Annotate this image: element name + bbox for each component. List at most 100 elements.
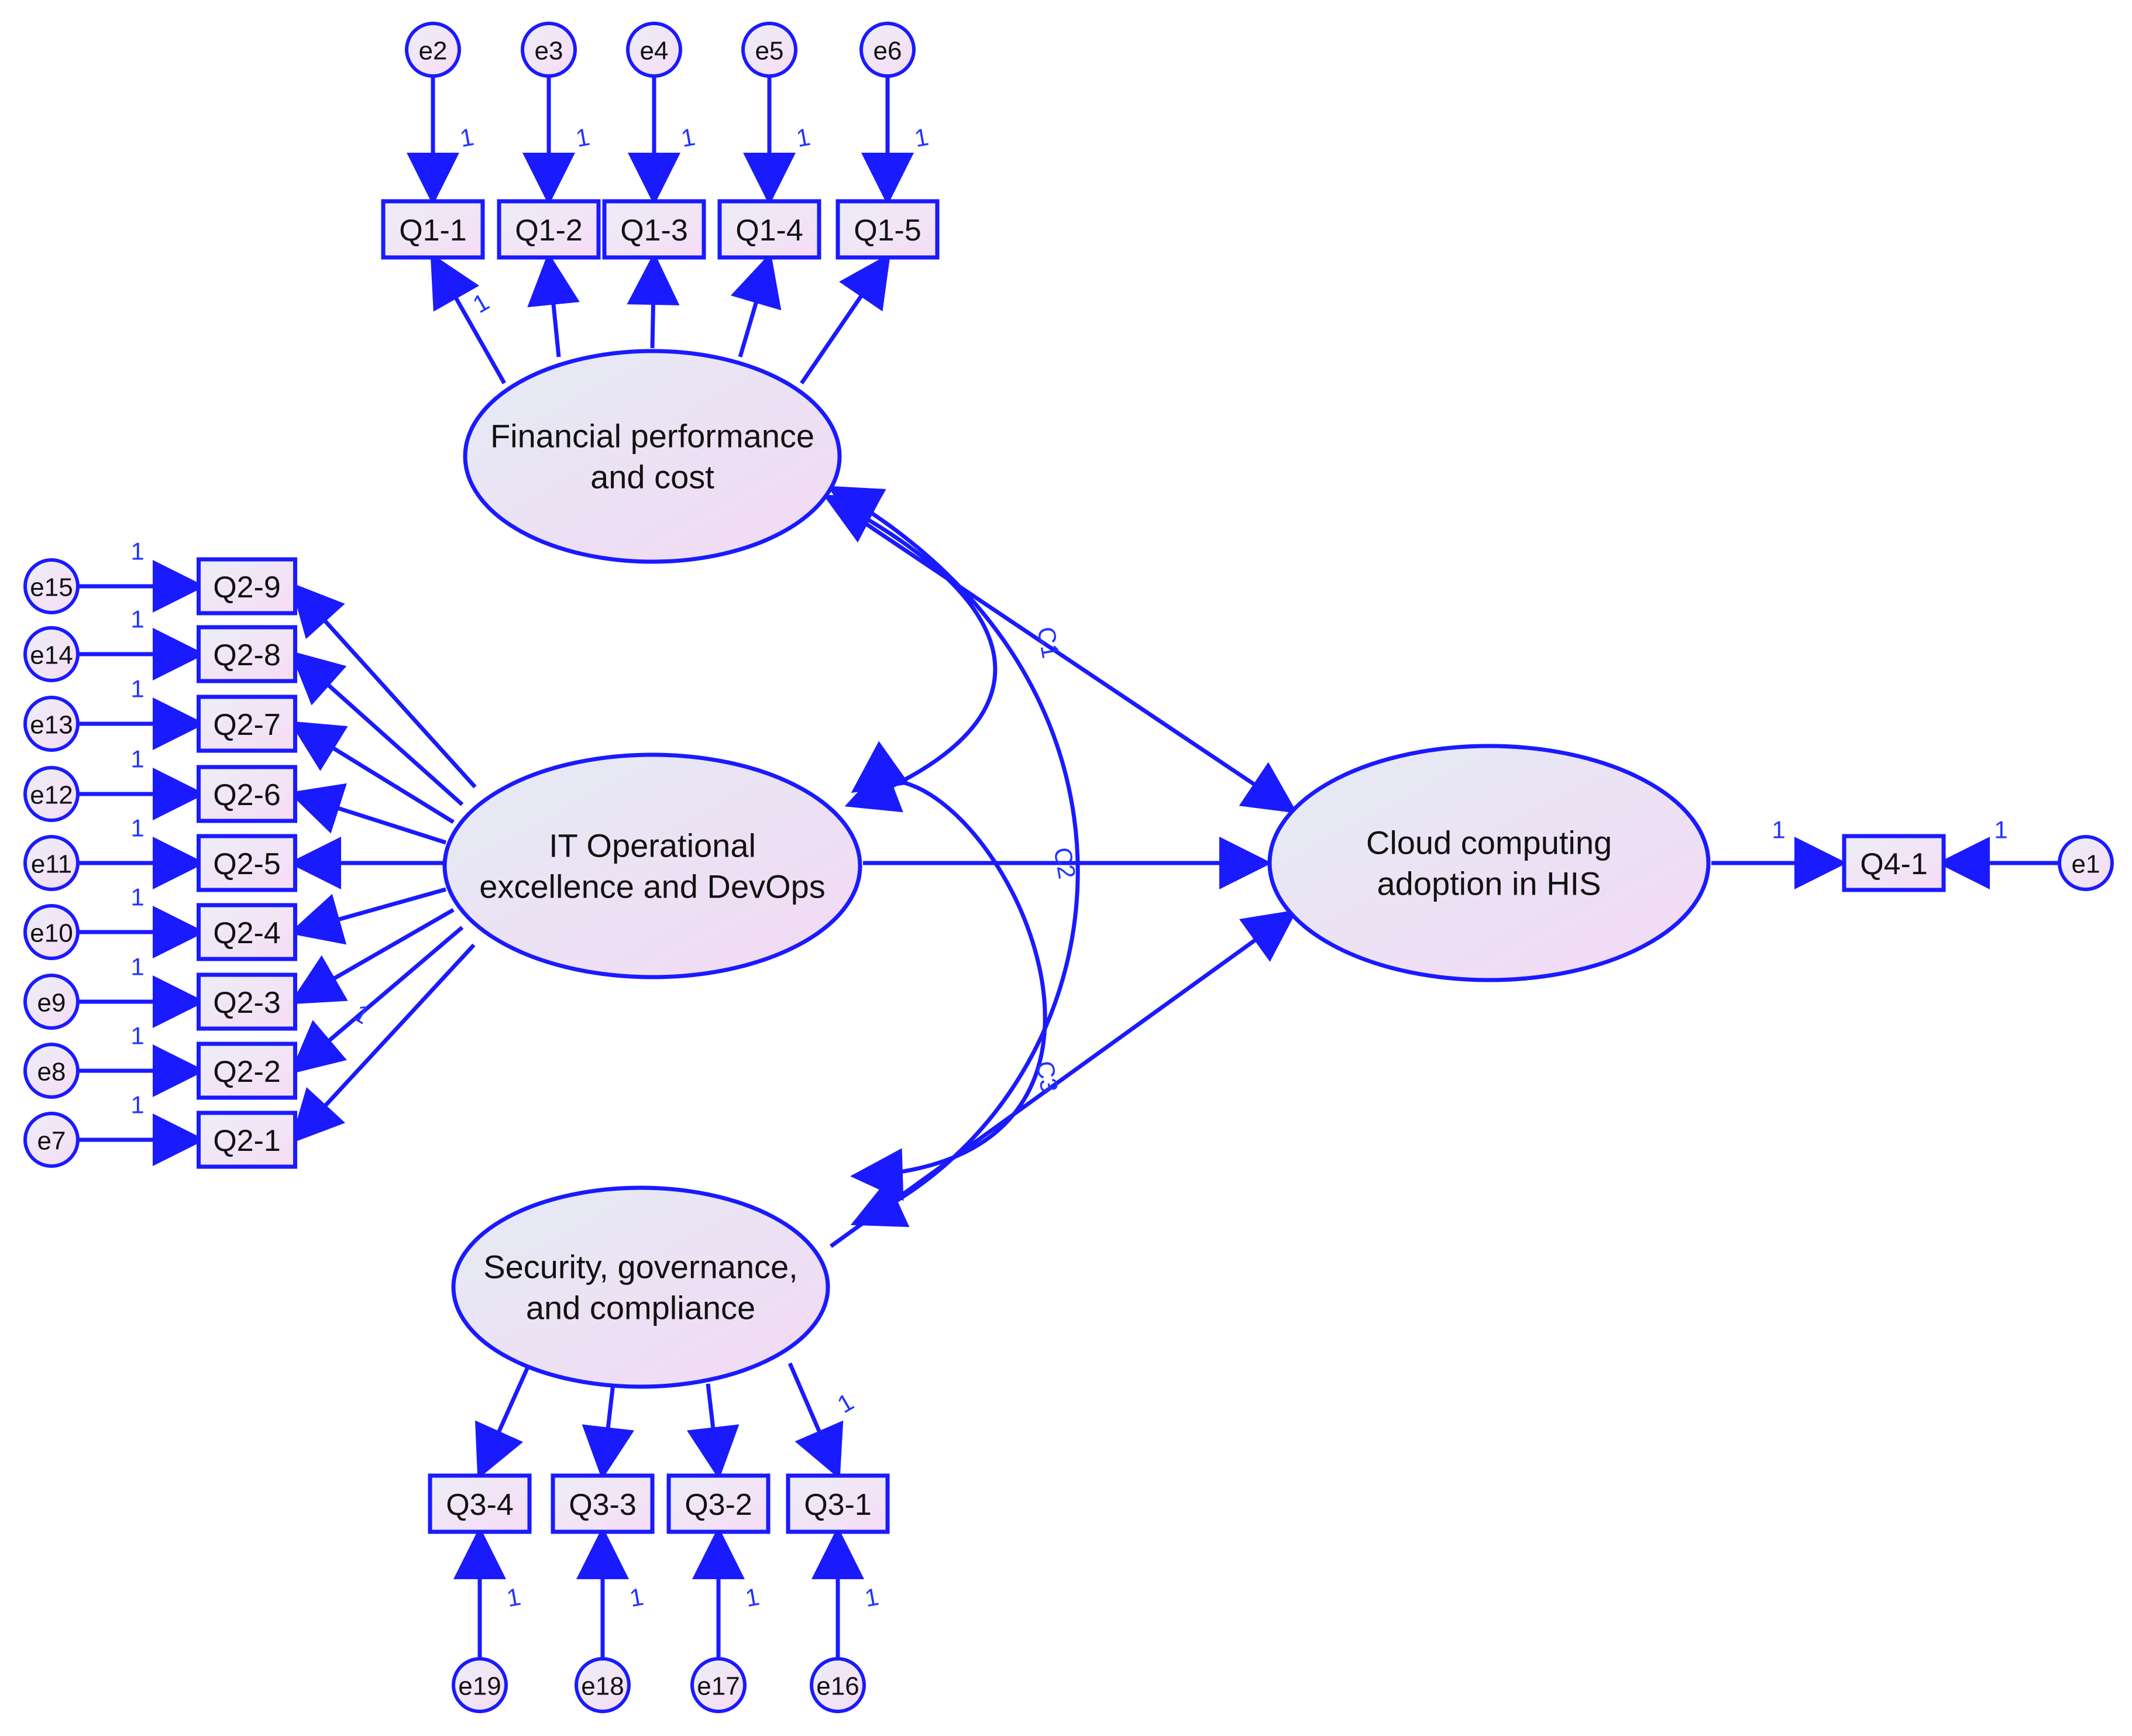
observed-box-q2-3-label: Q2-3: [213, 986, 281, 1020]
error-weight-label-sec-2: 1: [627, 1583, 645, 1612]
error-node-e8: [23, 1043, 80, 1099]
latent-financial-performance-line1: Financial performance: [490, 418, 814, 455]
loading-path-sec-3: [686, 1383, 740, 1480]
error-node-e12-label: e12: [30, 781, 73, 810]
error-node-e11: [23, 835, 80, 891]
observed-box-q4-1-label: Q4-1: [1860, 847, 1928, 881]
observed-box-q3-3-label: Q3-3: [569, 1488, 637, 1522]
observed-box-q1-2-label: Q1-2: [515, 214, 583, 247]
error-node-e15-label: e15: [30, 573, 73, 602]
error-node-e6-label: e6: [874, 37, 902, 66]
loading-path-it-1: [290, 582, 477, 789]
error-weight-label-it-1: 1: [130, 538, 144, 565]
error-weight-label-it-4: 1: [130, 745, 144, 773]
observed-box-q1-4: [717, 199, 821, 260]
loading-path-fin-5: [800, 253, 891, 384]
observed-box-q2-7-label: Q2-7: [213, 708, 281, 742]
loading-path-it-7: [289, 907, 455, 1005]
latent-security-governance-line2: and compliance: [526, 1290, 755, 1326]
error-node-e14: [23, 626, 80, 682]
error-weight-label-it-5: 1: [130, 814, 144, 842]
loading-weight-label-sec-4: 1: [833, 1388, 858, 1418]
error-node-e1-label: e1: [2072, 850, 2100, 879]
observed-box-q1-4-label: Q1-4: [735, 214, 803, 247]
error-node-e15: [23, 558, 80, 614]
observed-box-q2-3: [197, 972, 297, 1031]
observed-box-q3-2-label: Q3-2: [685, 1488, 752, 1522]
error-weight-label-sec-4: 1: [862, 1583, 881, 1612]
observed-box-q2-2: [197, 1041, 297, 1100]
error-weight-label-it-7: 1: [130, 953, 144, 981]
loading-path-fin-3: [627, 252, 680, 349]
error-node-e7: [23, 1112, 80, 1168]
loading-path-fin-2: [527, 252, 580, 357]
loading-weight-label-it-8: 1: [349, 999, 374, 1029]
error-node-e4-label: e4: [640, 37, 669, 66]
loading-path-it-9: [290, 943, 476, 1144]
observed-box-q1-1: [381, 199, 485, 260]
error-node-e9-label: e9: [37, 989, 66, 1017]
observed-box-q2-4-label: Q2-4: [213, 916, 281, 950]
error-weight-label-it-6: 1: [130, 884, 144, 911]
loading-path-sec-1: [475, 1362, 532, 1480]
error-node-e19-label: e19: [458, 1672, 501, 1701]
observed-box-q2-6-label: Q2-6: [213, 778, 281, 812]
observed-box-q3-2: [666, 1473, 771, 1534]
observed-box-q2-6: [197, 765, 297, 823]
observed-box-q2-1: [197, 1111, 297, 1169]
error-node-e7-label: e7: [37, 1127, 66, 1156]
error-node-e5: [741, 22, 797, 78]
error-node-e13: [23, 696, 80, 752]
loading-weight-label-fin-1: 1: [468, 288, 494, 318]
observed-box-q1-5: [835, 199, 940, 260]
error-node-e2: [405, 22, 461, 78]
error-node-e1: [2058, 835, 2114, 891]
error-node-e4: [626, 22, 682, 78]
latent-security-governance: [451, 1185, 830, 1389]
error-node-e10: [23, 904, 80, 960]
covariance-c2: [827, 486, 1080, 1228]
loading-weight-label-cloud-1: 1: [1772, 816, 1785, 844]
observed-box-q2-2-label: Q2-2: [213, 1055, 281, 1089]
latent-it-operational-excellence-line1: IT Operational: [549, 827, 756, 864]
latent-cloud-adoption-line2: adoption in HIS: [1377, 865, 1601, 902]
latent-it-operational-excellence: [442, 752, 862, 979]
observed-box-q2-1-label: Q2-1: [213, 1124, 281, 1158]
error-node-e17: [690, 1657, 747, 1713]
loading-path-it-6: [288, 887, 446, 945]
error-weight-label-sec-1: 1: [504, 1583, 522, 1612]
covariance-c1: [823, 494, 998, 813]
loading-path-it-3: [289, 721, 455, 824]
error-node-e9: [23, 974, 80, 1030]
observed-box-q1-5-label: Q1-5: [854, 214, 921, 247]
observed-box-q3-4: [428, 1473, 532, 1534]
observed-box-q2-9: [197, 557, 297, 616]
observed-box-q1-1-label: Q1-1: [399, 214, 467, 247]
loading-path-fin-4: [730, 252, 782, 357]
covariance-label-c3: C3: [1031, 1058, 1064, 1094]
observed-box-q1-3-label: Q1-3: [620, 214, 688, 247]
error-weight-label-sec-3: 1: [743, 1583, 761, 1612]
error-weight-label-fin-5: 1: [912, 123, 930, 152]
error-node-e19: [452, 1657, 508, 1713]
error-node-e13-label: e13: [30, 711, 73, 740]
loading-path-sec-4: [788, 1362, 844, 1480]
error-node-e3: [521, 22, 577, 78]
loading-path-sec-2: [582, 1383, 635, 1480]
loading-path-it-8: [290, 926, 464, 1074]
error-weight-label-cloud-1: 1: [1994, 816, 2007, 844]
paths-layer: [78, 76, 2061, 1659]
latent-financial-performance-line2: and cost: [590, 459, 714, 496]
observed-box-q2-7: [197, 695, 297, 753]
error-node-e16-label: e16: [816, 1672, 859, 1701]
error-node-e16: [810, 1657, 866, 1713]
error-node-e3-label: e3: [535, 37, 563, 66]
error-weight-label-it-2: 1: [130, 606, 144, 633]
observed-box-q2-8-label: Q2-8: [213, 638, 281, 672]
error-node-e2-label: e2: [419, 37, 448, 66]
observed-box-q3-1: [786, 1473, 890, 1534]
error-node-e11-label: e11: [31, 850, 72, 879]
error-node-e18-label: e18: [581, 1672, 624, 1701]
